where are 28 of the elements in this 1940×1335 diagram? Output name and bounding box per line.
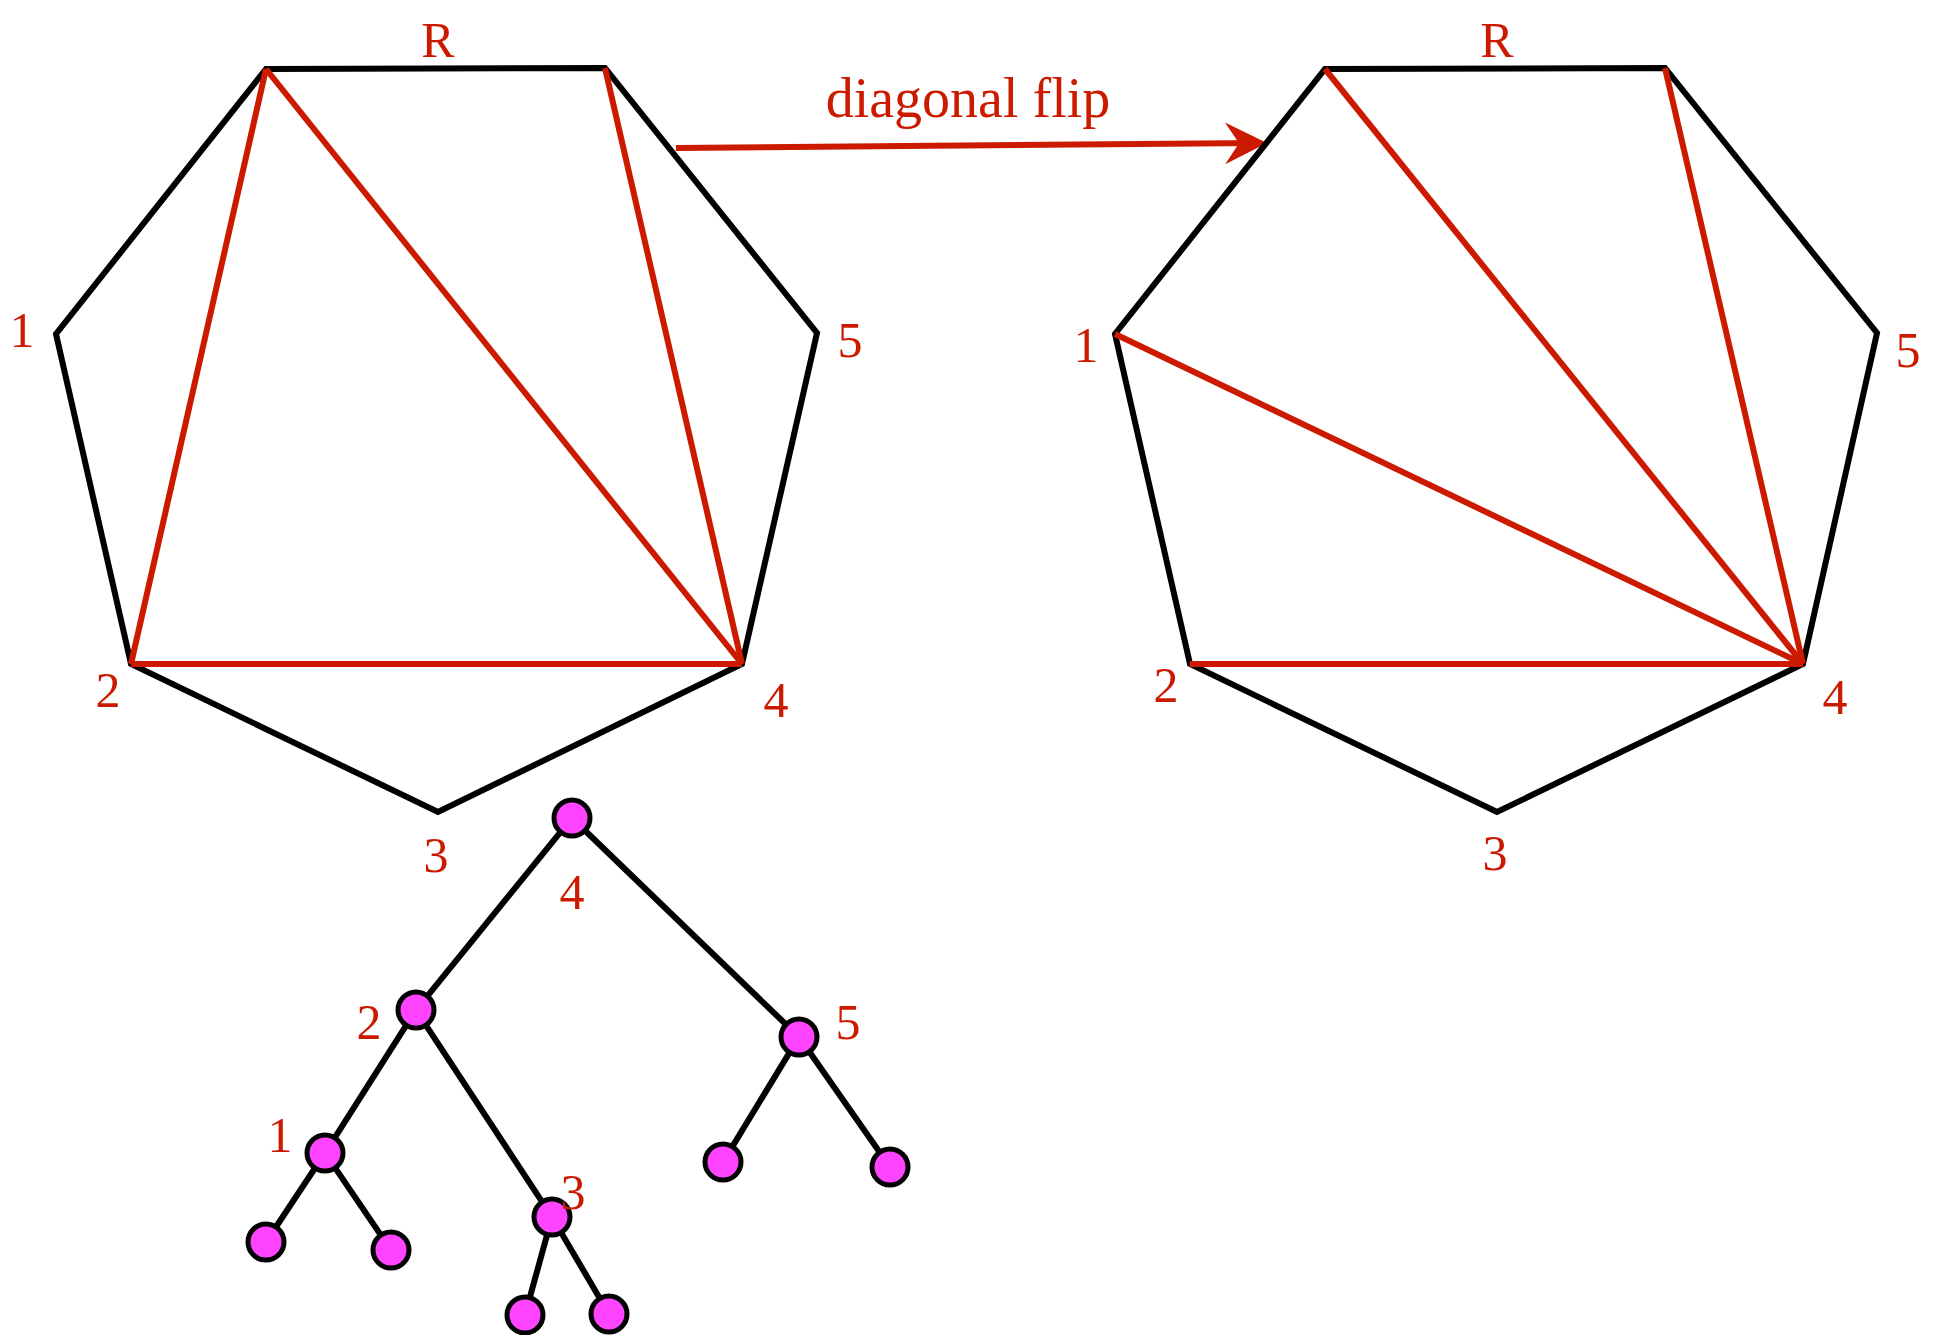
tree-node-circle xyxy=(245,1221,287,1263)
tree-node-circle xyxy=(551,797,593,839)
tree-node-circle xyxy=(370,1229,412,1271)
tree-node-circle xyxy=(304,1132,346,1174)
triangulated-heptagon-drawing xyxy=(52,65,821,816)
tree-node-circle xyxy=(778,1016,820,1058)
tree-node-circle xyxy=(588,1293,630,1335)
vertex-label: 3 xyxy=(1482,828,1508,878)
vertex-label: 3 xyxy=(423,830,449,880)
vertex-label: R xyxy=(1480,15,1514,65)
vertex-label: R xyxy=(421,15,455,65)
vertex-label: 5 xyxy=(837,315,863,365)
tree-node-circle xyxy=(395,989,437,1031)
vertex-label: 1 xyxy=(9,305,35,355)
vertex-label: 2 xyxy=(95,665,121,715)
vertex-label: 4 xyxy=(1822,672,1848,722)
tree-node-circle xyxy=(702,1141,744,1183)
tree-node-circle xyxy=(869,1146,911,1188)
vertex-label: 5 xyxy=(1895,325,1921,375)
vertex-label: 2 xyxy=(1153,660,1179,710)
vertex-label: 4 xyxy=(763,675,789,725)
node-label: 3 xyxy=(560,1167,586,1217)
node-label: 5 xyxy=(835,997,861,1047)
node-label: 2 xyxy=(356,997,382,1047)
vertex-label: 1 xyxy=(1073,320,1099,370)
node-label: 1 xyxy=(267,1110,293,1160)
node-label: 4 xyxy=(559,867,585,917)
triangulated-heptagon-drawing xyxy=(1111,65,1881,816)
